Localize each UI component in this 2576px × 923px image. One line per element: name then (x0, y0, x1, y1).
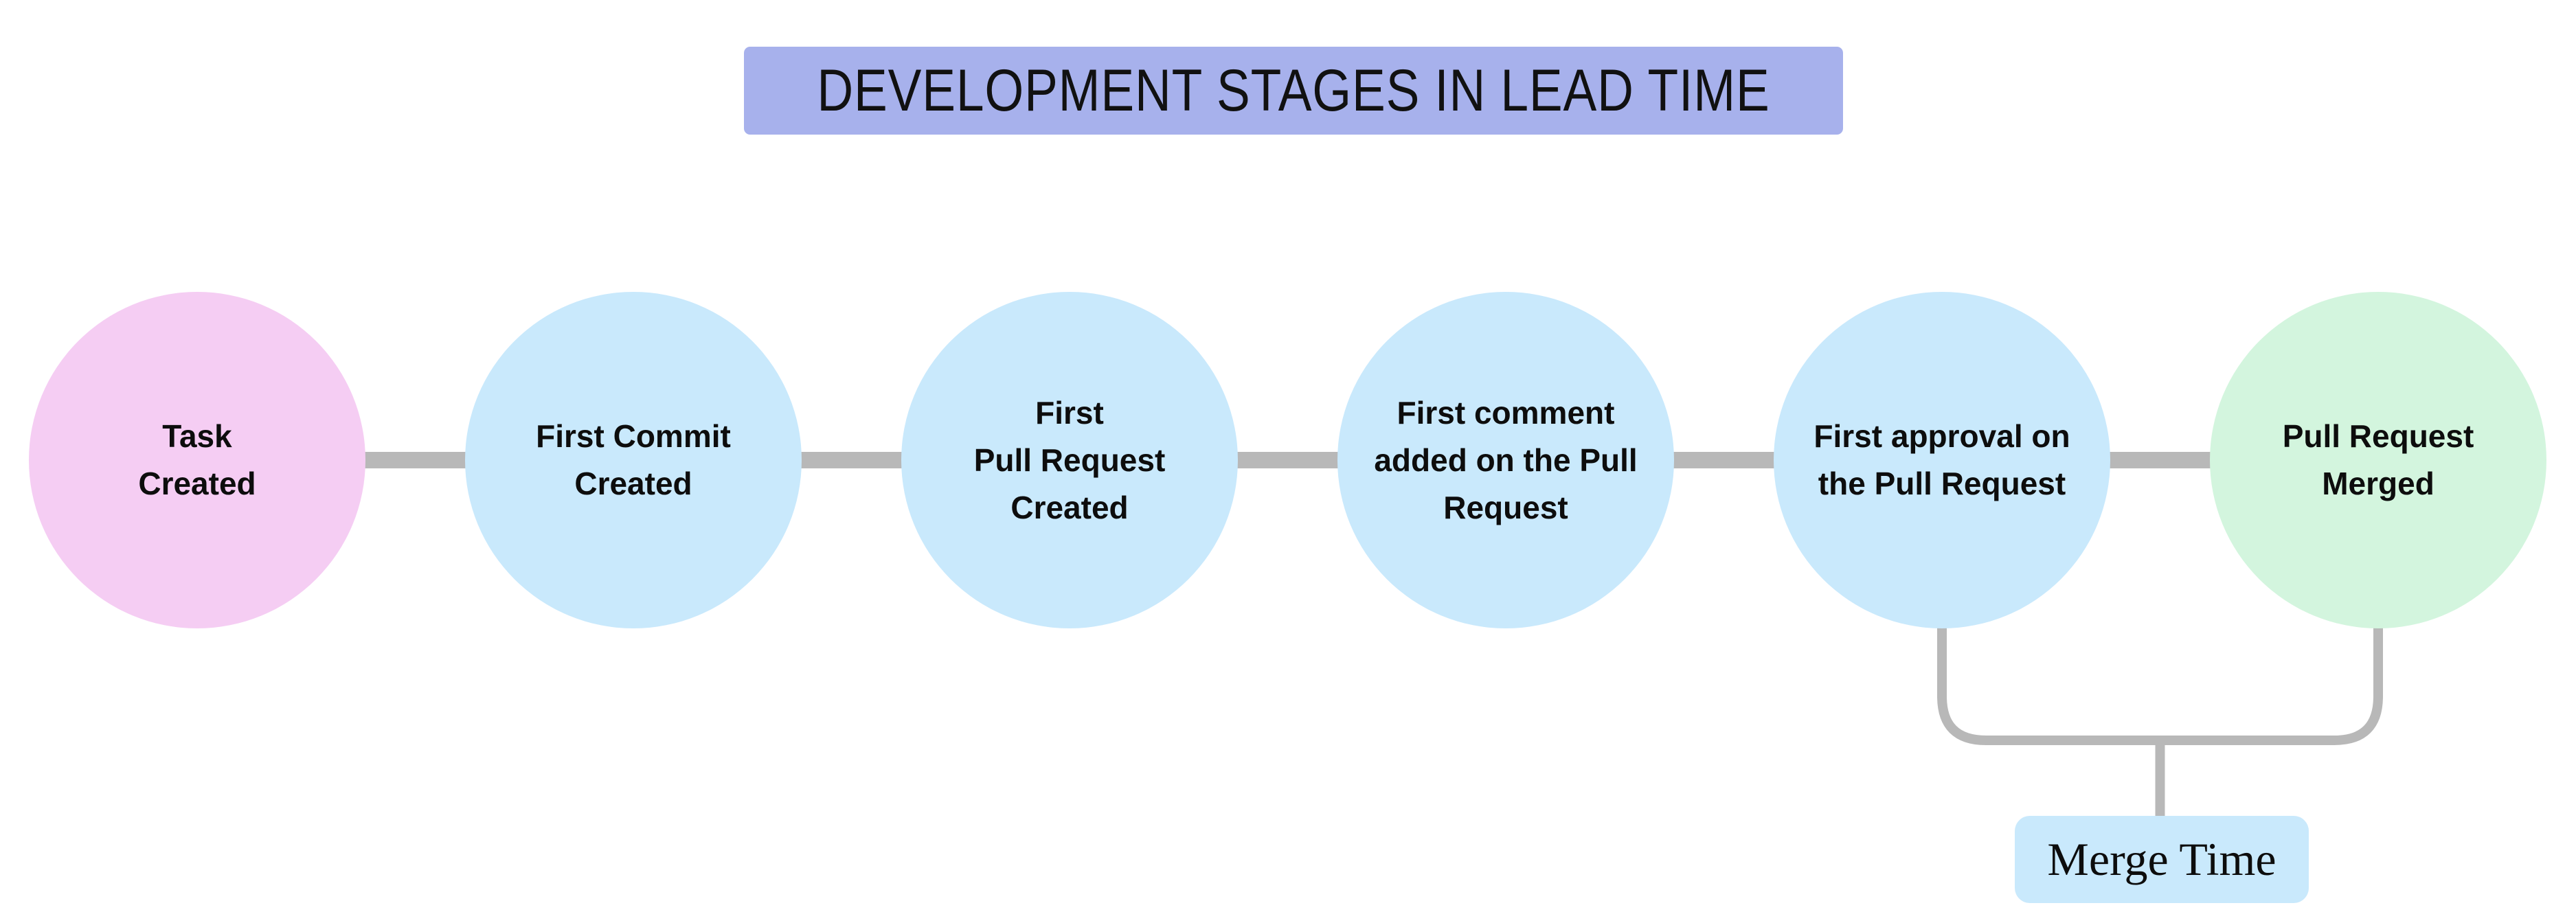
stage-label-first-pull-request-created-line-3: Created (1010, 489, 1129, 525)
connector-line-3 (1236, 452, 1340, 468)
stage-label-first-pull-request-created-line-1: First (1035, 394, 1104, 431)
connector-line-2 (800, 452, 903, 468)
stage-label-pull-request-merged-line-2: Merged (2322, 466, 2434, 501)
stage-label-task-created-line-1: Task (162, 418, 232, 454)
diagram-title: DEVELOPMENT STAGES IN LEAD TIME (817, 57, 1770, 124)
merge-time-text: Merge Time (2047, 833, 2276, 885)
stage-label-first-commit-created-line-2: Created (574, 466, 692, 501)
stage-circle-first-approval: First approval on the Pull Request (1774, 292, 2110, 628)
stage-label-first-commit-created-line-1: First Commit (536, 418, 731, 454)
stage-label-first-comment-added-line-2: added on the Pull (1374, 442, 1638, 478)
merge-time-label: Merge Time (2015, 816, 2309, 903)
title-banner: DEVELOPMENT STAGES IN LEAD TIME (744, 47, 1843, 135)
stage-label-first-comment-added-line-1: First comment (1397, 394, 1615, 431)
connector-line-1 (363, 452, 467, 468)
stage-label-first-approval-line-1: First approval on (1814, 418, 2070, 454)
stage-label-first-approval-line-2: the Pull Request (1818, 466, 2066, 501)
connector-line-5 (2108, 452, 2212, 468)
connector-line-4 (1672, 452, 1776, 468)
stage-label-first-comment-added-line-3: Request (1443, 489, 1568, 525)
stage-label-pull-request-merged-line-1: Pull Request (2282, 418, 2474, 454)
stage-label-first-pull-request-created-line-2: Pull Request (973, 442, 1166, 478)
stage-label-task-created-line-2: Created (138, 466, 256, 501)
